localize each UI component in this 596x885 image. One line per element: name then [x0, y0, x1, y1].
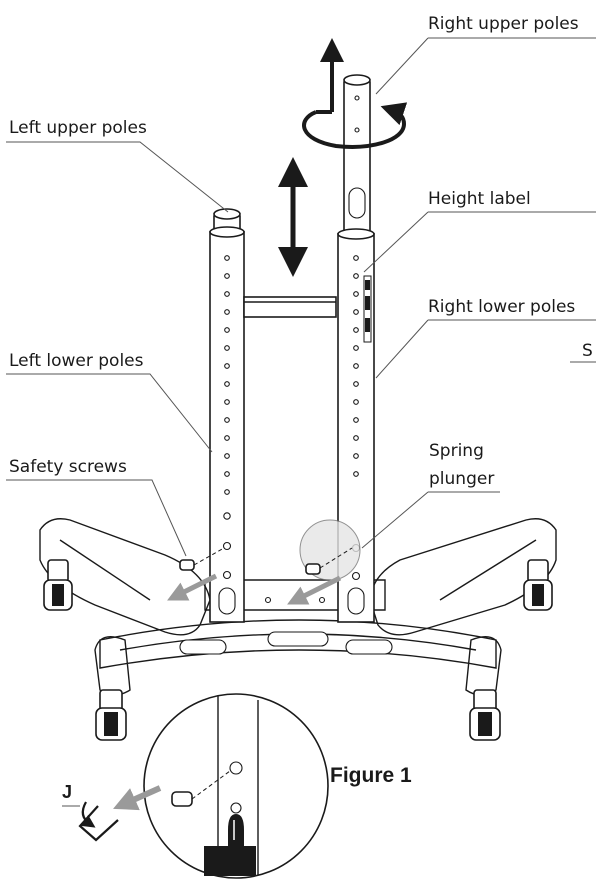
label-cut-off: S [582, 341, 593, 361]
label-right-lower-poles: Right lower poles [428, 297, 575, 317]
gray-arrow-icon [167, 573, 342, 605]
label-left-lower-poles: Left lower poles [9, 351, 144, 371]
safety-screw-left [179, 547, 225, 571]
label-tool-j: J [62, 782, 72, 802]
casters [43, 559, 553, 741]
crossbar [243, 296, 337, 318]
caster-back-right [523, 559, 553, 611]
height-label-strip [363, 275, 372, 343]
label-spring-plunger-line1: Spring [429, 441, 484, 461]
label-safety-screws: Safety screws [9, 457, 127, 477]
left-pole-holes [222, 255, 232, 580]
label-right-upper-poles: Right upper poles [428, 14, 579, 34]
hand-icon [204, 814, 256, 876]
figure-caption: Figure 1 [330, 764, 412, 787]
caster-front-left [95, 689, 127, 741]
up-arrow-icon [316, 38, 344, 114]
caster-front-right [469, 689, 501, 741]
caster-back-left [43, 559, 73, 611]
leader-lines [6, 37, 596, 557]
safety-screw-right [305, 547, 353, 575]
gray-arrow-icon-detail [113, 785, 162, 811]
label-spring-plunger-line2: plunger [429, 469, 494, 489]
label-height-label: Height label [428, 189, 531, 209]
safety-screw-detail [171, 791, 193, 807]
cart-base [39, 518, 557, 696]
label-left-upper-poles: Left upper poles [9, 118, 147, 138]
detail-zoom [113, 693, 329, 879]
rotate-arrow-icon [302, 102, 408, 149]
hex-key-icon [78, 801, 119, 842]
left-pole [209, 208, 245, 623]
